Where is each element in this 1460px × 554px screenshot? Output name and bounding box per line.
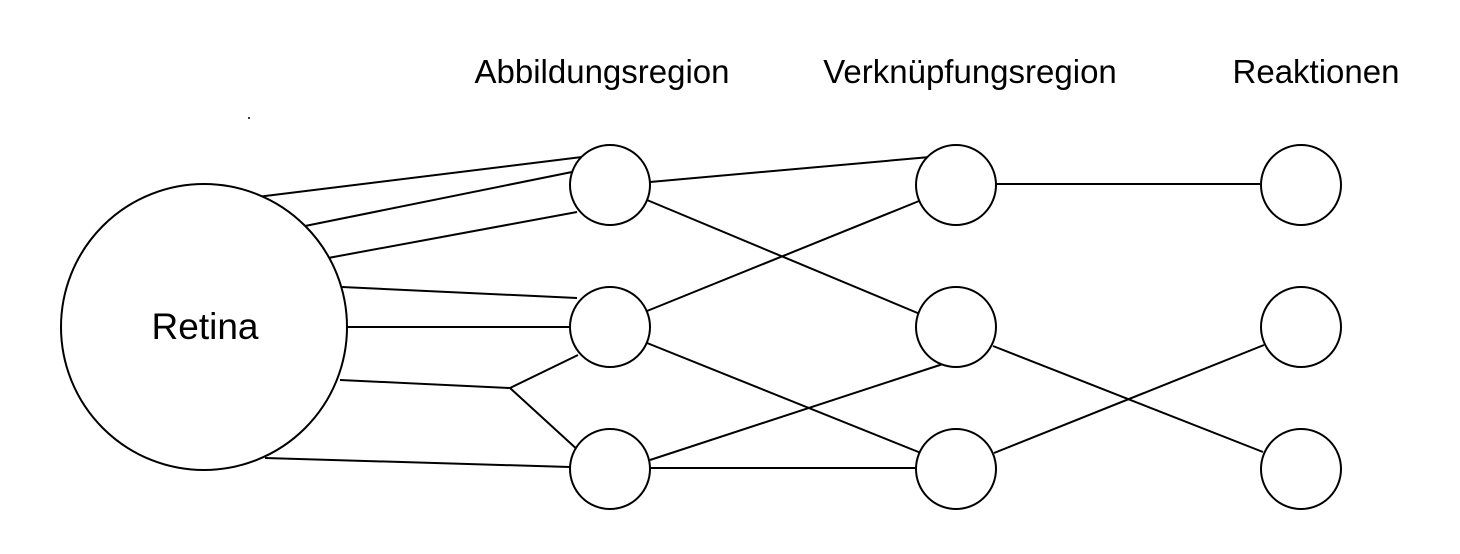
abbildungsregion-nodes (569, 144, 651, 510)
column-label-abbildungsregion: Abbildungsregion (474, 53, 729, 90)
column-label-reaktionen: Reaktionen (1233, 53, 1400, 90)
retina-node (60, 183, 348, 471)
edge (264, 457, 571, 468)
abbildung-node-1 (569, 144, 651, 226)
edge (993, 344, 1265, 454)
verknuepfung-node-3 (915, 428, 997, 510)
edge (256, 155, 591, 198)
abbildung-node-3 (569, 428, 651, 510)
edges-retina-to-abbildung (256, 155, 591, 468)
edge (649, 156, 931, 183)
reaktion-node-1 (1260, 144, 1342, 226)
edge (646, 342, 922, 454)
edge (339, 379, 511, 389)
edge (509, 354, 579, 389)
verknuepfung-node-2 (915, 286, 997, 368)
verknuepfung-node-1 (915, 144, 997, 226)
column-label-verknuepfungsregion: Verknüpfungsregion (823, 53, 1117, 90)
verknuepfungsregion-nodes (915, 144, 997, 510)
edges-verknuepfung-to-reaktionen (992, 183, 1265, 454)
abbildung-node-2 (569, 286, 651, 368)
edge (509, 387, 581, 453)
edge (649, 363, 944, 461)
reaktion-node-2 (1260, 286, 1342, 368)
edge (646, 198, 925, 312)
edge (646, 199, 921, 315)
edge (327, 211, 578, 259)
retina-label: Retina (152, 306, 259, 347)
edge (304, 171, 573, 227)
edge (341, 286, 578, 299)
edges-abbildung-to-verknuepfung (646, 156, 944, 469)
reaktion-node-3 (1260, 428, 1342, 510)
reaktionen-nodes (1260, 144, 1342, 510)
stray-dot (248, 117, 250, 119)
